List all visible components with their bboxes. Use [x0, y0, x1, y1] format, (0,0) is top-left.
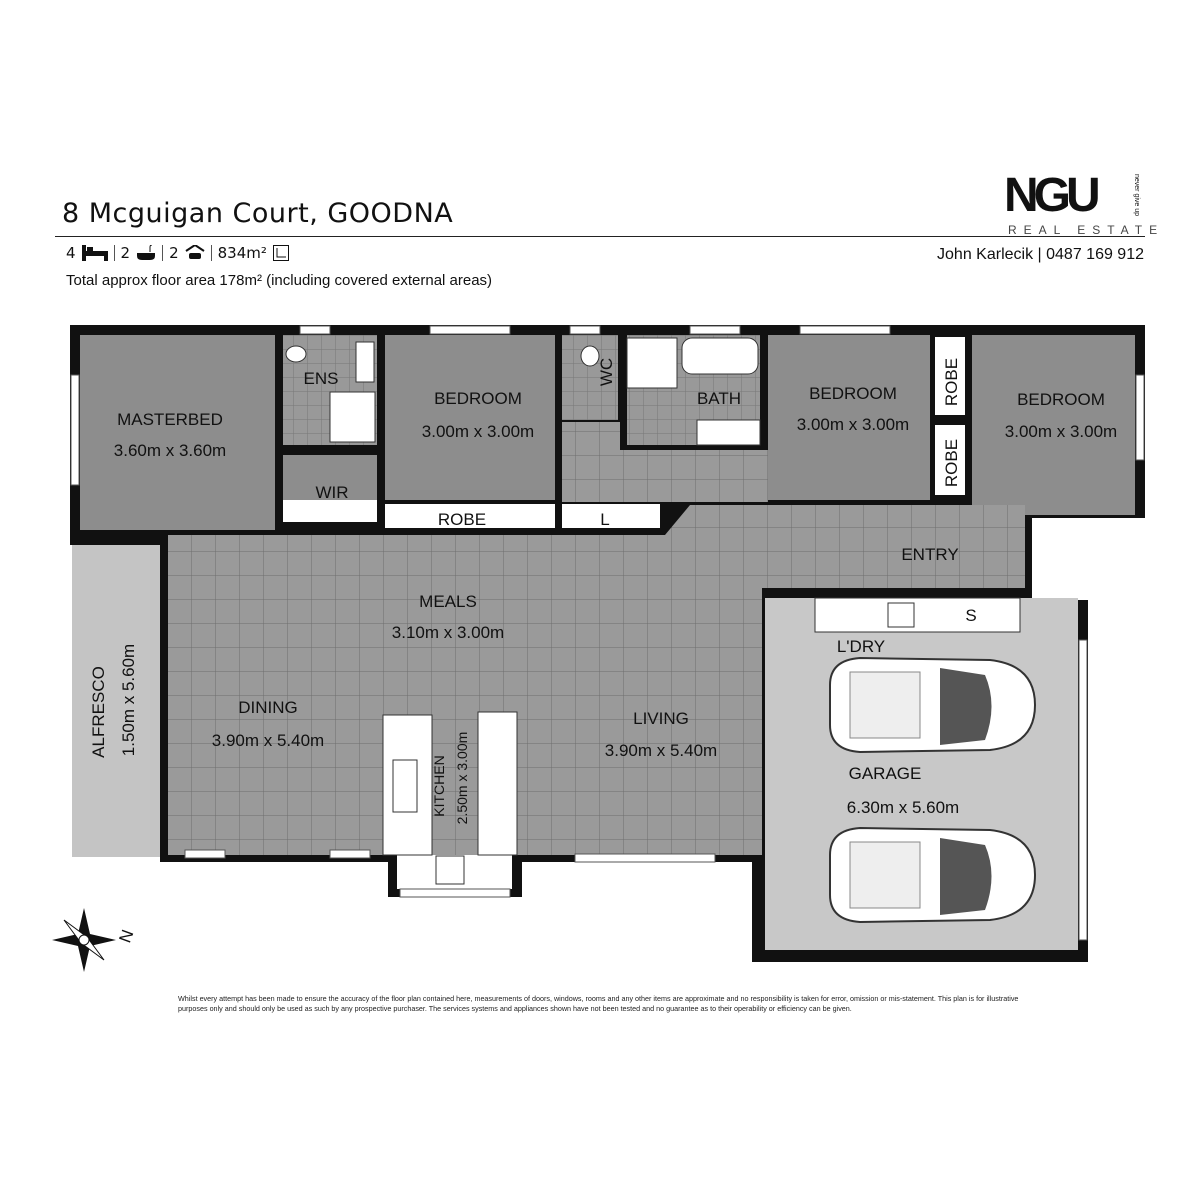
- robe2-label: ROBE: [942, 358, 961, 406]
- bedroom2-size: 3.00m x 3.00m: [797, 415, 909, 434]
- bedroom-count: 4: [66, 244, 76, 262]
- robe2: [935, 337, 965, 415]
- bathtub: [681, 337, 759, 375]
- shower: [329, 391, 376, 443]
- living-floor: [168, 505, 1025, 855]
- car-icon: [829, 826, 1037, 924]
- dining-size: 3.90m x 5.40m: [212, 731, 324, 750]
- land-area-icon: [272, 245, 289, 261]
- agent-contact: John Karlecik | 0487 169 912: [937, 246, 1144, 263]
- robe3-label: ROBE: [942, 439, 961, 487]
- divider: [113, 245, 115, 261]
- disclaimer: Whilst every attempt has been made to en…: [178, 994, 1019, 1013]
- entry-label: ENTRY: [901, 545, 958, 564]
- bath-icon: [137, 245, 156, 260]
- bedroom3-size: 3.00m x 3.00m: [1005, 422, 1117, 441]
- property-stats: 4 2 2 834m²: [66, 244, 289, 262]
- bath-shower: [626, 337, 678, 389]
- storage-label: S: [965, 606, 976, 625]
- laundry-tub: [887, 602, 915, 628]
- car-count: 2: [169, 244, 179, 262]
- kitchen-size: 2.50m x 3.00m: [454, 732, 470, 825]
- linen-label: L: [600, 510, 609, 529]
- divider: [210, 245, 212, 261]
- cooktop: [435, 855, 465, 885]
- toilet: [285, 345, 307, 363]
- dining-label: DINING: [238, 698, 298, 717]
- bedroom3-label: BEDROOM: [1017, 390, 1105, 409]
- bath-label: BATH: [697, 389, 741, 408]
- alfresco-size: 1.50m x 5.60m: [119, 644, 138, 756]
- bathroom-count: 2: [120, 244, 131, 262]
- windows: [70, 325, 1145, 941]
- wc-label: WC: [597, 358, 616, 386]
- meals-label: MEALS: [419, 592, 477, 611]
- sink: [392, 759, 418, 813]
- ngu-logo: NGU never give up REAL ESTATE: [1004, 169, 1157, 238]
- masterbed-label: MASTERBED: [117, 410, 223, 429]
- wc-toilet: [580, 345, 600, 367]
- floor-area-note: Total approx floor area 178m² (including…: [66, 272, 493, 289]
- wir-shelf: [283, 500, 377, 522]
- kitchen-bench: [477, 711, 518, 856]
- laundry-label: L'DRY: [837, 637, 885, 656]
- wir-label: WIR: [315, 483, 348, 502]
- bedroom1-label: BEDROOM: [434, 389, 522, 408]
- bedroom1-size: 3.00m x 3.00m: [422, 422, 534, 441]
- masterbed-floor: [80, 335, 275, 530]
- property-address: 8 Mcguigan Court, GOODNA: [62, 198, 454, 229]
- masterbed-size: 3.60m x 3.60m: [114, 441, 226, 460]
- garage-size: 6.30m x 5.60m: [847, 798, 959, 817]
- car-icon: [829, 656, 1037, 754]
- ens-basin: [355, 341, 375, 383]
- hallway-floor-2: [620, 450, 768, 502]
- living-label: LIVING: [633, 709, 689, 728]
- compass-icon: [52, 908, 116, 972]
- bed-icon: [81, 245, 108, 261]
- logo-subtitle: REAL ESTATE: [1008, 223, 1165, 237]
- bedroom2-label: BEDROOM: [809, 384, 897, 403]
- kitchen-floor: [432, 715, 478, 855]
- logo-tagline: never give up: [1133, 174, 1140, 217]
- ens-label: ENS: [304, 369, 339, 388]
- meals-size: 3.10m x 3.00m: [392, 623, 504, 642]
- hallway-floor: [562, 422, 620, 502]
- kitchen-label: KITCHEN: [431, 755, 447, 816]
- logo-main: NGU: [1004, 169, 1101, 222]
- bedroom2-floor: [768, 335, 930, 500]
- alfresco-label: ALFRESCO: [89, 666, 108, 758]
- compass-north-label: N: [115, 927, 137, 945]
- bedroom1-floor: [385, 335, 555, 500]
- wir-floor: [283, 455, 377, 500]
- car-garage-icon: [185, 245, 205, 259]
- header-divider: [55, 236, 1145, 237]
- bath-vanity: [696, 419, 761, 446]
- alfresco-floor: [72, 545, 160, 857]
- garage-label: GARAGE: [849, 764, 922, 783]
- living-size: 3.90m x 5.40m: [605, 741, 717, 760]
- laundry-bench: [814, 597, 1021, 633]
- linen: [562, 504, 660, 528]
- land-area: 834m²: [217, 244, 267, 262]
- bedroom3-floor: [972, 335, 1135, 515]
- robe1: [385, 504, 555, 528]
- divider: [162, 245, 164, 261]
- robe3: [935, 425, 965, 495]
- robe1-label: ROBE: [438, 510, 486, 529]
